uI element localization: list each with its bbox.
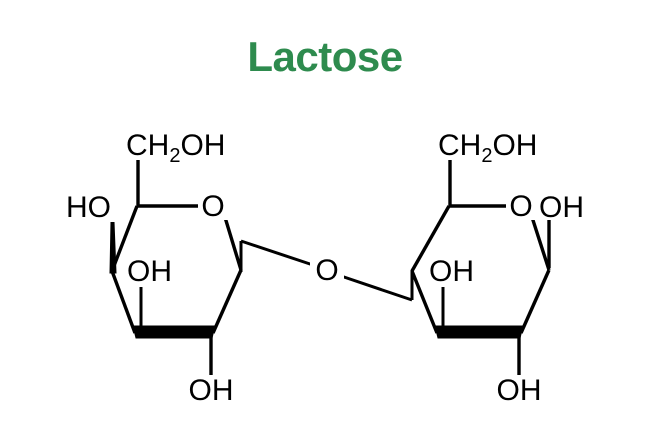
ringO-left-mask	[198, 188, 228, 220]
bond-c1-c2-left	[211, 269, 243, 334]
bond-ringO-c1-right	[529, 213, 551, 271]
bond-c5-c4-left	[110, 205, 139, 272]
oh-c1-right-mask	[536, 190, 598, 220]
label-ring-oxygen-left: O	[201, 190, 224, 223]
bond-c5-c4-right	[410, 205, 451, 272]
bond-ringO-c1-left	[222, 213, 243, 271]
label-ch2oh-right: CH2OH	[438, 129, 537, 167]
label-ring-oxygen-right: O	[509, 190, 532, 223]
ho-left-mask	[60, 192, 118, 222]
glucose-ring-group: CH2OH O OH OH OH	[410, 129, 598, 407]
label-oh-c2-left: OH	[189, 374, 234, 407]
label-glycosidic-oxygen: O	[315, 254, 338, 287]
bond-c1-glycosidic-o	[240, 239, 314, 267]
bond-c4-oh-left	[109, 221, 117, 274]
label-ch2oh-right-text: CH	[438, 129, 481, 162]
bond-front-edge-right	[434, 325, 524, 339]
ringO-right-mask	[506, 188, 536, 220]
label-oh-c3-right: OH	[429, 255, 474, 288]
label-oh-c3-left: OH	[127, 255, 172, 288]
label-ch2oh-left-tail: OH	[180, 129, 225, 162]
galactose-ring-group: CH2OH O HO OH OH	[60, 129, 243, 407]
label-ch2oh-left-text: CH	[126, 129, 169, 162]
oh-c3-right-mask	[424, 255, 484, 287]
label-oh-c2-right: OH	[497, 374, 542, 407]
bond-front-edge-left	[132, 325, 216, 339]
oh-c3-left-mask	[122, 255, 182, 287]
bond-c4-c3-left	[110, 270, 137, 334]
label-ch2oh-right-tail: OH	[492, 129, 537, 162]
label-ch2oh-left: CH2OH	[126, 129, 225, 167]
bond-glycosidic-o-c4	[340, 274, 413, 302]
label-ho-left: HO	[66, 191, 111, 224]
label-oh-anomeric-right: OH	[539, 191, 584, 224]
bond-c4-c3-right	[410, 270, 439, 334]
label-ch2oh-left-sub: 2	[169, 145, 180, 167]
glycosidic-o-mask	[310, 250, 344, 284]
bond-c1-c2-right	[519, 269, 551, 334]
page-title: Lactose	[247, 33, 403, 80]
label-ch2oh-right-sub: 2	[481, 145, 492, 167]
glycosidic-linkage-group: O	[239, 239, 414, 302]
